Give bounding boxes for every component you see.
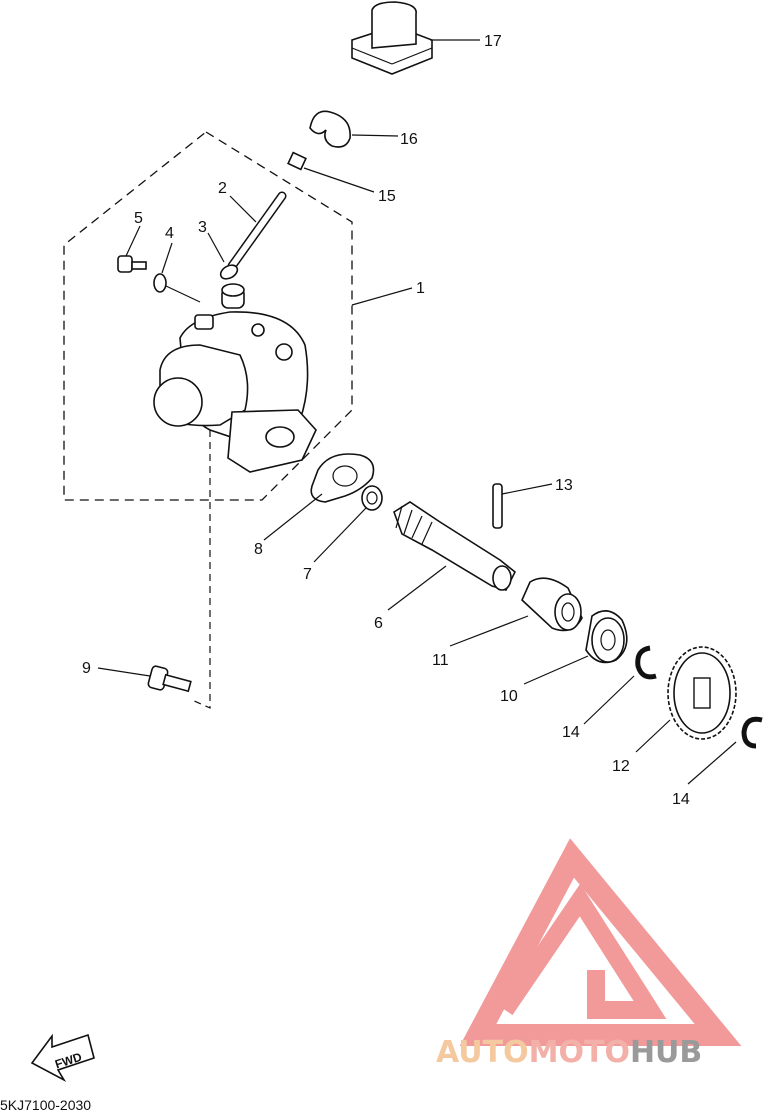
- callout-labels: 1 2 3 4 5 6 7 8 9 10 11 12 13 14 14 15 1…: [82, 33, 690, 808]
- leader-lines: [97, 39, 737, 785]
- callout-10: 10: [500, 688, 518, 705]
- callout-1: 1: [416, 280, 425, 297]
- watermark-logo: [459, 838, 742, 1046]
- watermark-text-moto: MOTO: [529, 1035, 630, 1070]
- callout-12: 12: [612, 758, 630, 775]
- callout-16: 16: [400, 131, 418, 148]
- watermark-text: AUTOMOTOHUB: [436, 1035, 702, 1070]
- part-3-clamp: [219, 264, 239, 280]
- part-11-collar: [521, 577, 583, 632]
- fwd-arrow: FWD: [30, 1033, 95, 1083]
- part-5-screw: [117, 255, 147, 273]
- callout-7: 7: [303, 566, 312, 583]
- part-10-bearing: [585, 610, 628, 664]
- part-14b-circlip: [741, 716, 763, 749]
- callout-15: 15: [378, 188, 396, 205]
- part-14a-circlip: [635, 645, 657, 680]
- callout-3: 3: [198, 219, 207, 236]
- callout-13: 13: [555, 477, 573, 494]
- callout-4: 4: [165, 225, 174, 242]
- assembly-boundary: [63, 131, 353, 501]
- part-1-pump-assembly: [153, 283, 317, 473]
- part-12-gear: [667, 646, 737, 740]
- callout-6: 6: [374, 615, 383, 632]
- part-16-clip: [309, 110, 351, 148]
- part-9-bolt: [147, 665, 192, 693]
- part-6-shaft: [393, 501, 517, 591]
- callout-14a: 14: [562, 724, 580, 741]
- part-4-washer: [153, 273, 167, 293]
- diagram-code: 5KJ7100-2030: [0, 1097, 91, 1113]
- callout-2: 2: [218, 180, 227, 197]
- callout-17: 17: [484, 33, 502, 50]
- callout-14b: 14: [672, 791, 690, 808]
- callout-5: 5: [134, 210, 143, 227]
- callout-8: 8: [254, 541, 263, 558]
- part-13-pin: [492, 483, 503, 529]
- part-15-band: [287, 151, 307, 171]
- watermark-text-auto: AUTO: [436, 1035, 529, 1070]
- callout-9: 9: [82, 660, 91, 677]
- part-17-cap: [351, 1, 433, 75]
- watermark-text-hub: HUB: [630, 1035, 702, 1070]
- fwd-arrow-icon: [30, 1033, 95, 1083]
- part-7-oring: [361, 485, 383, 511]
- callout-11: 11: [432, 652, 449, 669]
